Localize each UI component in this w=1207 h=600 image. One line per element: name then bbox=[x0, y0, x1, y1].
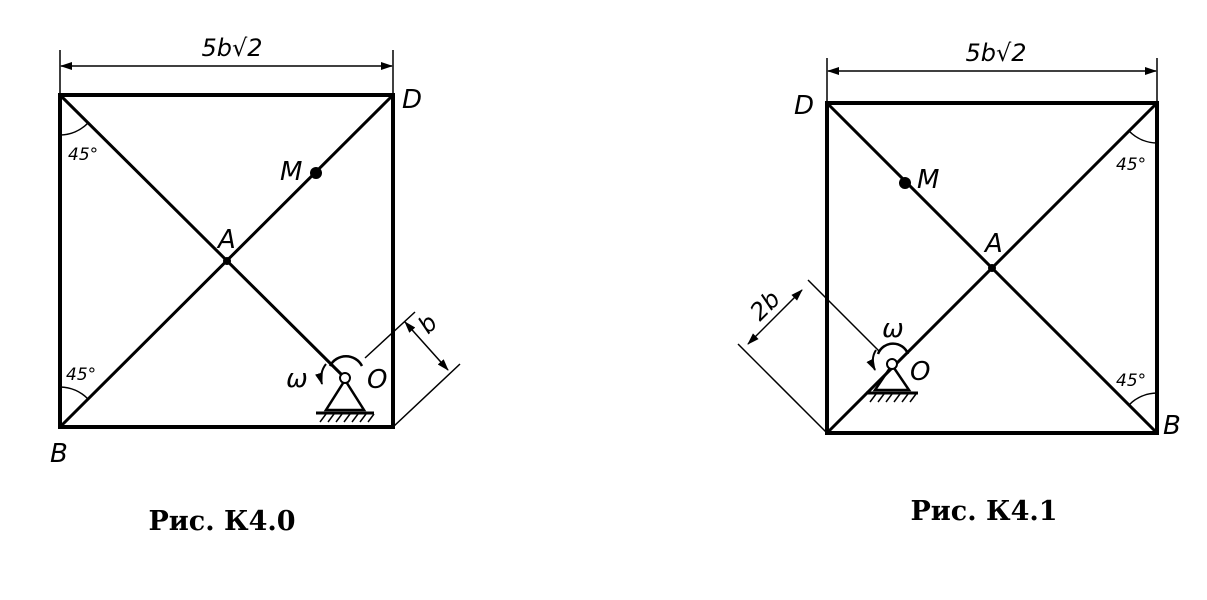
omega-label: ω bbox=[286, 364, 308, 394]
plate-square bbox=[825, 101, 1159, 435]
angle-arc-bottom bbox=[59, 386, 89, 400]
point-m-label: M bbox=[917, 165, 939, 195]
side-dimension-label: 2b bbox=[744, 285, 785, 326]
point-a-dot bbox=[223, 257, 231, 265]
point-o-label: O bbox=[910, 357, 930, 387]
point-b-label: B bbox=[1163, 411, 1181, 441]
dim-2b-ext-1 bbox=[807, 279, 881, 353]
point-m-dot bbox=[310, 167, 322, 179]
top-dimension-label: 5b√2 bbox=[201, 34, 262, 62]
diagonal-o-topleft bbox=[58, 93, 347, 380]
point-d-label: D bbox=[794, 91, 814, 121]
angle-arc-top bbox=[59, 122, 89, 136]
angle-label-top: 45° bbox=[68, 145, 98, 165]
point-b-label: B bbox=[50, 439, 68, 469]
angle-label-bottom: 45° bbox=[66, 365, 96, 385]
point-o-label: O bbox=[367, 365, 387, 395]
omega-label: ω bbox=[882, 314, 904, 344]
dim-2b-line bbox=[747, 289, 803, 345]
omega-arrow bbox=[866, 349, 877, 371]
point-a-label: A bbox=[216, 225, 236, 255]
angle-label-bottom: 45° bbox=[1116, 371, 1146, 391]
dim-b-ext-2 bbox=[392, 363, 461, 428]
angle-label-top: 45° bbox=[1116, 155, 1146, 175]
point-a-label: A bbox=[983, 229, 1003, 259]
figure-k4-0: 5b√2 45° 45° A M D B bbox=[50, 34, 461, 469]
angle-arc-bottom bbox=[1128, 392, 1158, 406]
caption-k4-1: Рис. К4.1 bbox=[910, 496, 1057, 527]
dim-b-line bbox=[404, 321, 449, 371]
pivot-support bbox=[316, 355, 375, 423]
point-a-dot bbox=[988, 264, 996, 272]
plate-square bbox=[58, 93, 395, 429]
figure-k4-1: 5b√2 45° 45° A M D B O bbox=[737, 39, 1181, 441]
pivot-support bbox=[866, 342, 918, 403]
dim-2b-ext-2 bbox=[737, 343, 828, 434]
dim-b-ext-1 bbox=[364, 311, 416, 359]
angle-arc-top bbox=[1128, 130, 1158, 144]
point-m-label: M bbox=[280, 157, 302, 187]
omega-arrow bbox=[315, 363, 327, 385]
point-m-dot bbox=[899, 177, 911, 189]
top-dimension-label: 5b√2 bbox=[965, 39, 1026, 67]
point-d-label: D bbox=[402, 85, 422, 115]
caption-k4-0: Рис. К4.0 bbox=[148, 506, 295, 537]
